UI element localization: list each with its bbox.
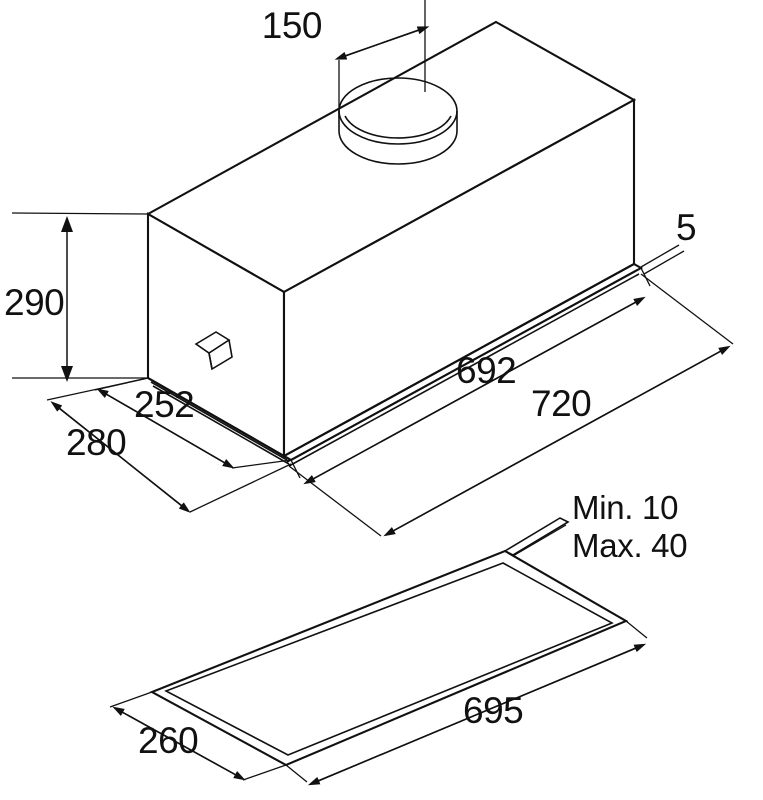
dim-label-150: 150 <box>262 5 322 46</box>
dim-label-260: 260 <box>138 720 198 761</box>
dim-height-290: 290 <box>4 212 149 382</box>
dim-duct-150: 150 <box>262 0 430 118</box>
dim-cutout-695: 695 <box>285 620 648 786</box>
note-label-max: Max. 40 <box>572 527 687 564</box>
dim-flange-5: 5 <box>640 207 697 275</box>
hood-left-flange-edge-line <box>152 385 290 465</box>
dim-depth-280: 280 <box>46 377 292 513</box>
worktop-note-leader <box>512 524 567 557</box>
cutout-panel-outer <box>149 549 629 767</box>
dim-label-720: 720 <box>531 383 591 424</box>
dim-label-692: 692 <box>456 350 516 391</box>
hood-latch-detail <box>194 331 233 371</box>
dim-cutout-260: 260 <box>109 691 287 781</box>
worktop-thickness-note: Min. 10 Max. 40 <box>572 489 688 564</box>
hood-left-flange-inner-line <box>150 381 288 461</box>
cutout-panel-opening <box>164 562 614 756</box>
hood-front-flange-edge-line <box>288 273 640 467</box>
dim-label-252: 252 <box>134 384 194 425</box>
hood-body-view <box>145 20 644 467</box>
dim-width-720: 720 <box>288 273 734 537</box>
dim-width-692: 692 <box>290 267 651 485</box>
note-label-min: Min. 10 <box>572 489 678 526</box>
worktop-thickness-tab <box>503 517 570 556</box>
hood-front-flange-inner-line <box>286 269 638 463</box>
dim-label-290: 290 <box>4 282 64 323</box>
dim-label-695: 695 <box>463 690 523 731</box>
dim-label-5: 5 <box>676 207 696 248</box>
dim-label-280: 280 <box>66 422 126 463</box>
cutout-panel-view <box>149 517 629 767</box>
